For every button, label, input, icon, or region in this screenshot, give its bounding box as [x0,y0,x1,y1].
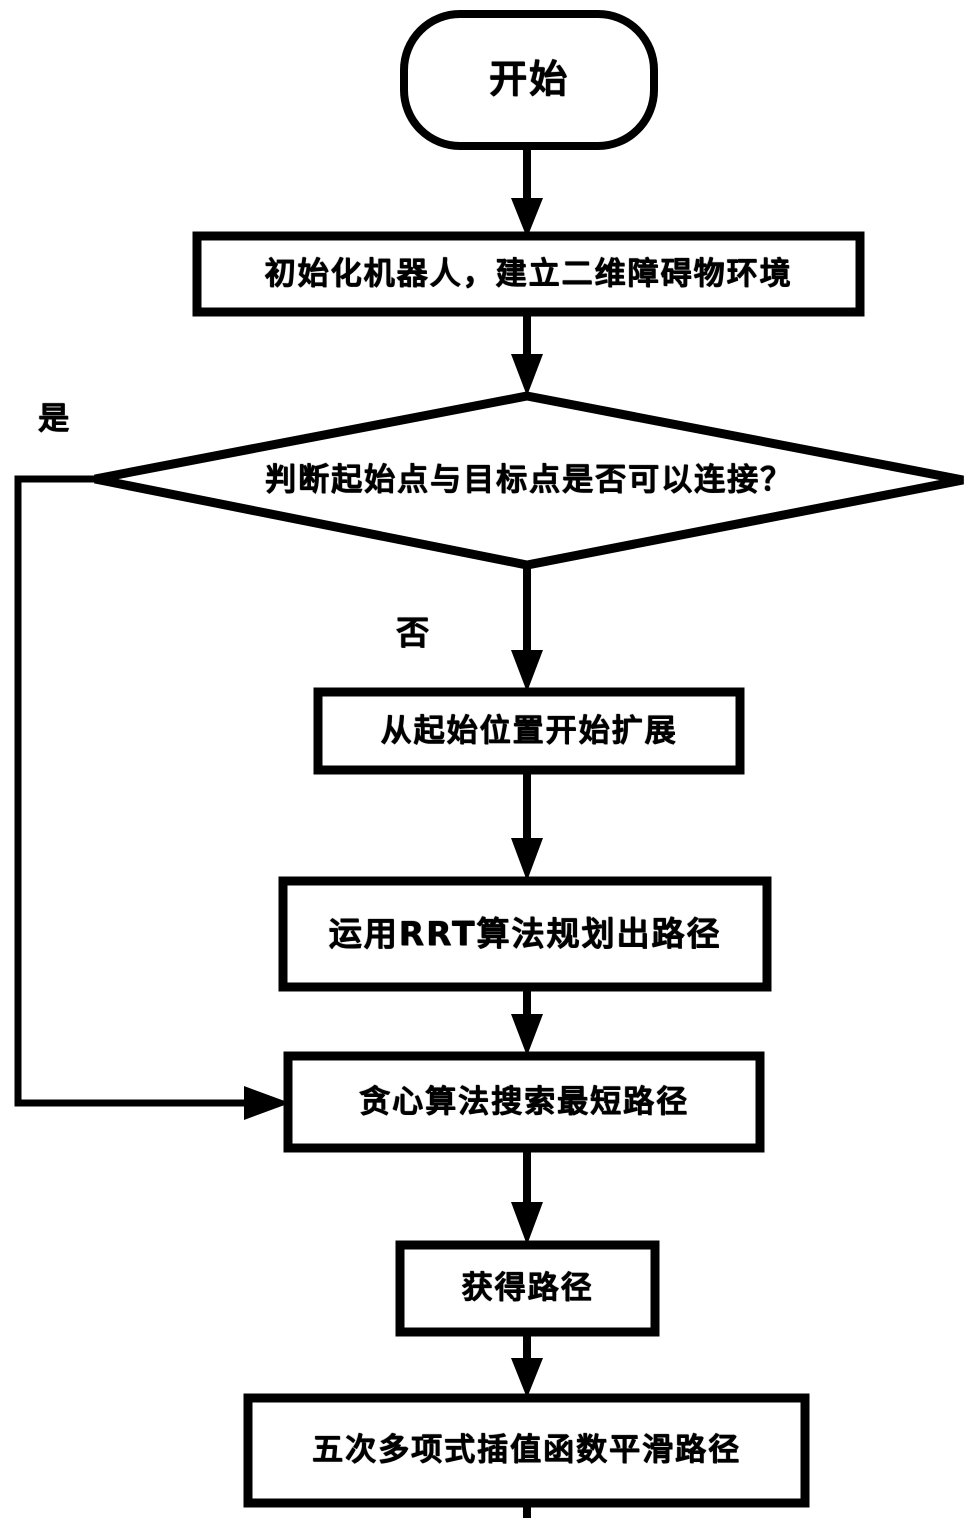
arrow-init-decision-head [511,354,543,396]
yes-branch-line [14,475,248,1107]
rrt-process-label: 运用RRT算法规划出路径 [328,913,722,953]
arrow-start-init-head [511,198,543,238]
rrt-process-shape [278,876,772,992]
init-process-label: 初始化机器人，建立二维障碍物环境 [264,255,793,292]
arrow-expand-rrt-head [511,838,543,881]
arrow-obtain-smooth-head [511,1358,543,1398]
obtain-process-label: 获得路径 [461,1270,594,1307]
smooth-process-label: 五次多项式插值函数平滑路径 [312,1432,741,1469]
init-process-shape [192,231,865,317]
no-branch-label: 否 [396,613,429,652]
greedy-process-shape [283,1051,765,1153]
arrow-decision-expand-head [511,650,543,692]
greedy-process-label: 贪心算法搜索最短路径 [359,1083,689,1120]
arrow-greedy-obtain-head [511,1202,543,1245]
arrow-rrt-greedy-head [511,1014,543,1056]
expand-process-label: 从起始位置开始扩展 [380,712,678,749]
start-terminator-label: 开始 [488,57,569,102]
yes-branch-arrow-head [244,1086,290,1120]
obtain-process-shape [395,1240,660,1337]
decision-diamond-label: 判断起始点与目标点是否可以连接？ [265,462,793,499]
yes-branch-label: 是 [38,401,69,437]
